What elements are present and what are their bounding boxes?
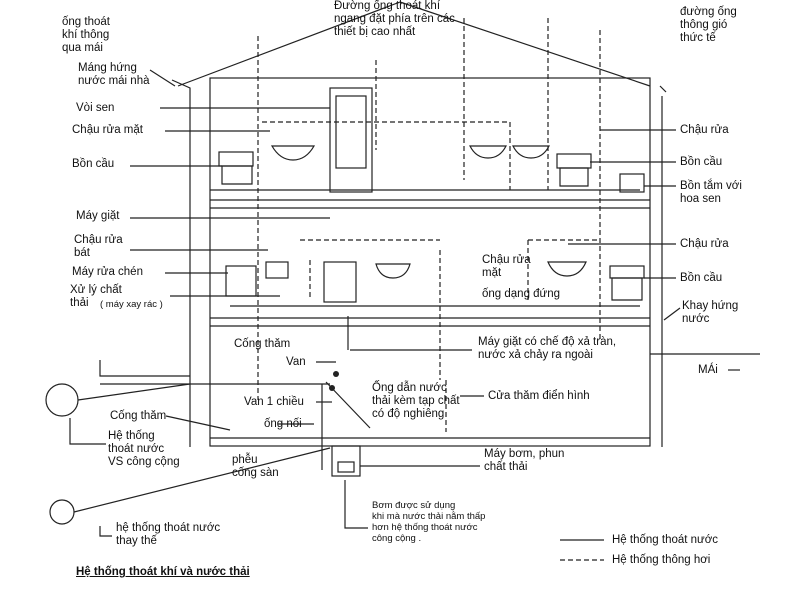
shower-inner [335,95,367,169]
label-garbage-disposal-note: ( máy xay rác ) [100,299,163,310]
dishwasher-box [225,265,257,297]
label-roof-gutter: Máng hứng nước mái nhà [78,62,150,87]
label-vent-through-roof: ống thoát khí thông qua mái [62,16,110,54]
label-garbage-disposal: Xử lý chất thải [70,284,122,309]
label-sewage-pump: Máy bơm, phun chất thải [484,448,565,473]
label-actual-vent-pipe: đường ống thông gió thức tế [680,6,737,44]
label-valve: Van [286,356,306,368]
washer-box [323,261,357,303]
label-roof: MÁi [698,364,718,376]
label-horizontal-vent: Đường ống thoát khí ngang đặt phía trên … [334,0,455,38]
label-bathtub-shower: Bồn tắm với hoa sen [680,180,742,205]
check-valve-mark [329,385,335,391]
label-public-sewer: Hệ thống thoát nước VS công cộng [108,430,180,468]
public-sewer-circle [45,383,79,417]
drain-ground-left [77,383,191,401]
label-typical-inspection: Cửa thăm điển hình [488,390,590,402]
label-inspection-chamber-left: Cống thăm [110,410,167,422]
legend-drainage-label: Hệ thống thoát nước [612,534,719,546]
label-sink-right-mid: Chậu rửa [680,238,729,250]
roof-eave-left [171,79,191,96]
legend-vent-label: Hệ thống thông hơi [612,554,711,566]
label-wash-basin-mid: Chậu rửa mặt [482,254,531,279]
label-alt-drainage: hệ thống thoát nước thay thế [116,522,221,547]
downspout-left [99,360,190,377]
leader-alt [99,526,112,537]
basin-right-1 [469,145,507,159]
label-toilet-right-mid: Bồn cầu [680,272,723,284]
label-kitchen-sink: Chậu rửa bát [74,234,123,259]
diagram-title: Hệ thống thoát khí và nước thải [76,566,250,578]
label-inspection-chamber-top: Cống thăm [234,338,291,350]
label-waste-pipe-slope: Ống dẫn nước thải kèm tạp chất có độ ngh… [372,382,460,420]
roof-eave-right [659,85,667,93]
toilet-right-bowl [559,167,589,187]
basin-left [270,145,316,161]
shower-cabinet [329,87,373,193]
label-sink-right-top: Chậu rửa [680,124,729,136]
leader-drip-tray [663,307,681,321]
label-shower: Vòi sen [76,102,115,114]
toilet-right-mid-tank [609,265,645,279]
label-floor-drain: phễu cống sàn [232,454,279,479]
toilet-left-bowl [221,165,253,185]
leader-inspect-left [165,415,231,431]
label-check-valve: Van 1 chiều [244,396,304,408]
valve-mark [333,371,339,377]
label-dishwasher: Máy rửa chén [72,266,143,278]
kitchen-sink-box [265,261,289,279]
roof-line-right [399,1,651,87]
pump-unit [337,461,355,473]
alt-sewer-circle [49,499,75,525]
label-pump-note: Bơm được sử dụng khi mà nước thải nằm th… [372,500,486,544]
basin-right-mid [547,261,587,277]
bathtub [619,173,645,193]
label-washing-machine: Máy giặt [76,210,120,222]
basin-right-2 [512,145,550,159]
label-wash-basin-left: Chậu rửa mặt [72,124,143,136]
label-fitting: ống nối [264,418,302,430]
pump-pit [331,445,361,477]
basin-mid [375,263,411,279]
label-washer-overflow: Máy giặt có chế độ xả tràn, nước xả chảy… [478,336,617,361]
leader-sewer [69,418,106,445]
toilet-right-mid-bowl [611,277,643,301]
toilet-right-tank [556,153,592,169]
leader-pump-note [344,480,368,529]
leader-gutter [149,69,176,87]
house-outline [209,77,651,447]
drain-to-alt [73,447,331,513]
toilet-left-tank [218,151,254,167]
label-drip-tray: Khay hứng nước [682,300,739,325]
label-toilet-right-top: Bồn cầu [680,156,723,168]
label-toilet-left: Bồn cầu [72,158,115,170]
roof-line [177,1,401,87]
label-vertical-stack: ống dạng đứng [482,288,561,300]
